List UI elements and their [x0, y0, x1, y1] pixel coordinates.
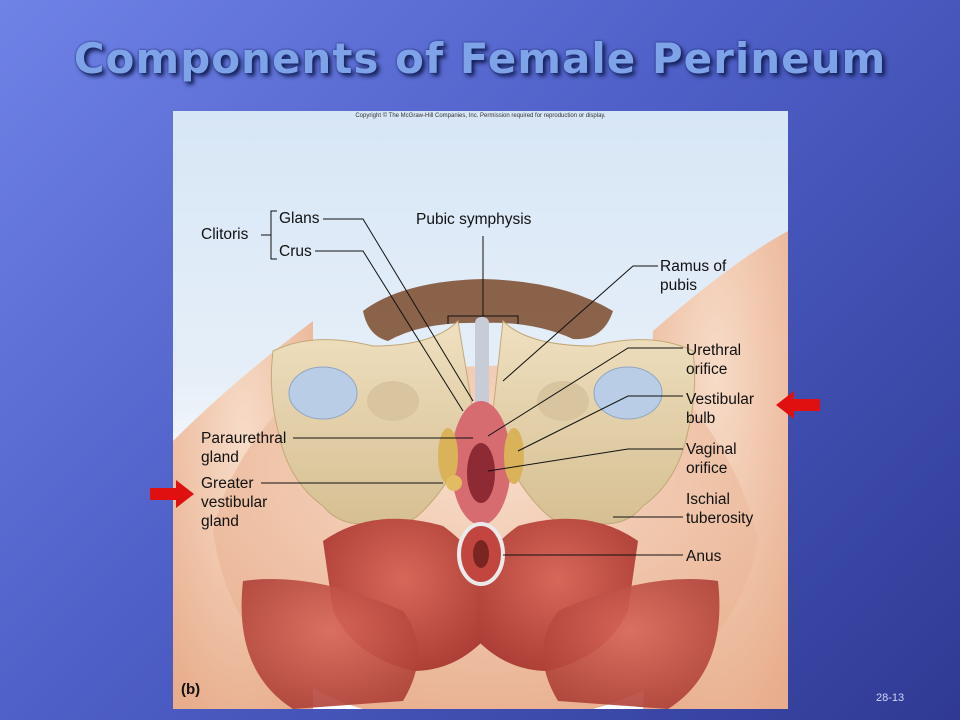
label-crus: Crus [279, 243, 312, 260]
label-greater-vestibular-gland: Greater vestibular gland [201, 475, 268, 530]
panel-letter: (b) [181, 681, 201, 698]
label-vaginal-orifice: Vaginal orifice [686, 441, 737, 477]
label-anus: Anus [686, 548, 722, 565]
vestibular-bulb-leader [517, 395, 683, 452]
label-ischial-tuberosity: Ischial tuberosity [686, 491, 754, 527]
page-number: 28-13 [876, 692, 905, 704]
left-obturator-foramen [367, 381, 419, 421]
label-vestibular-bulb: Vestibular bulb [686, 391, 755, 427]
left-gluteal-muscle [241, 579, 418, 709]
left-acetabulum [288, 366, 358, 420]
leader-lines [261, 218, 683, 556]
right-arrow-icon [150, 480, 194, 508]
left-arrow-icon [776, 391, 820, 419]
slide-title: Components of Female Perineum [73, 34, 887, 83]
right-acetabulum [593, 366, 663, 420]
right-obturator-foramen [537, 381, 589, 421]
anal-opening [473, 540, 489, 568]
label-glans: Glans [279, 210, 320, 227]
perineum-illustration [173, 210, 788, 709]
urethral-orifice-leader [487, 347, 683, 437]
label-urethral-orifice: Urethral orifice [686, 342, 742, 378]
vaginal-orifice-leader [487, 448, 683, 472]
label-clitoris: Clitoris [201, 226, 249, 243]
pubic-hair [363, 279, 613, 341]
label-ramus-of-pubis: Ramus of pubis [660, 258, 727, 294]
right-gluteal-muscle [543, 579, 720, 709]
pubic-symphysis-cartilage [475, 317, 489, 412]
pubic-symphysis-bracket [447, 315, 519, 324]
label-pubic-symphysis: Pubic symphysis [416, 211, 532, 228]
left-vestibular-bulb [438, 428, 458, 484]
vaginal-opening [467, 443, 495, 503]
glans-leader [323, 218, 474, 402]
right-vestibular-bulb [504, 428, 524, 484]
ramus-leader [502, 265, 658, 382]
greater-vestibular-gland-shape [446, 475, 462, 491]
anatomy-figure: Copyright © The McGraw-Hill Companies, I… [173, 111, 788, 709]
label-paraurethral-gland: Paraurethral gland [201, 430, 287, 466]
clitoris-bracket [270, 210, 277, 260]
copyright-notice: Copyright © The McGraw-Hill Companies, I… [355, 113, 606, 119]
crus-leader [315, 250, 464, 412]
